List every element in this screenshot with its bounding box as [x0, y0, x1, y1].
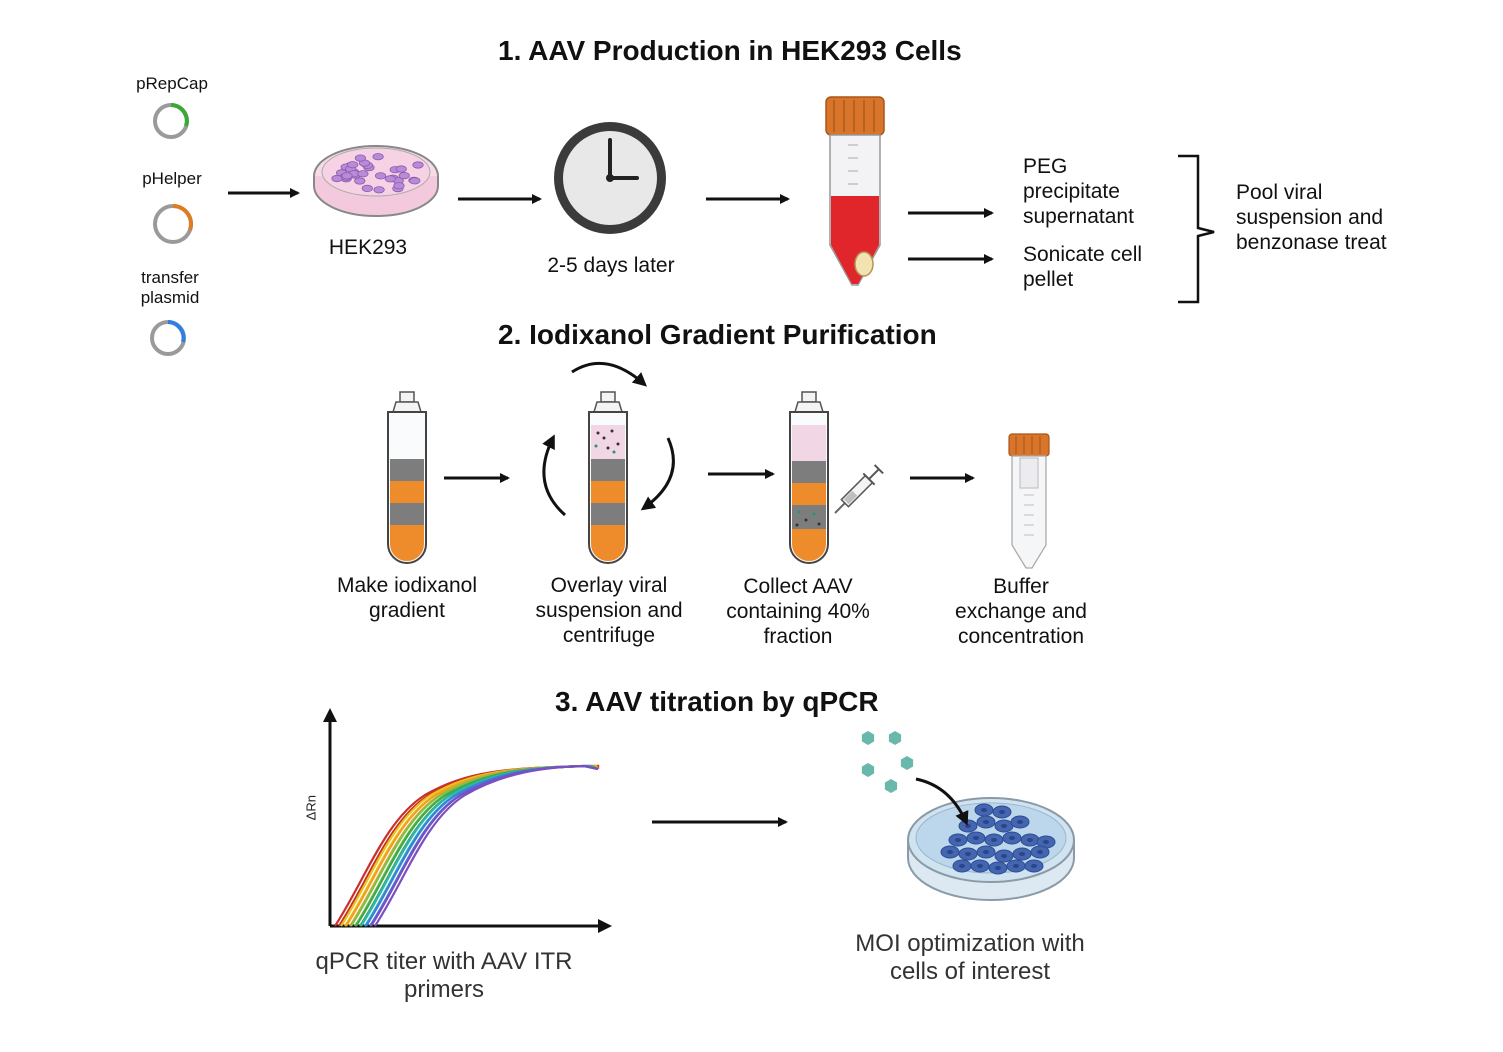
pool-label: Pool viral suspension and benzonase trea… [1236, 181, 1387, 254]
peg-label: PEG precipitate supernatant [1023, 155, 1134, 228]
aav-particle-icon [888, 731, 902, 745]
plasmid-label-phelper: pHelper [142, 169, 202, 188]
hek293-cell [354, 177, 366, 185]
hek293-dish-icon [313, 145, 439, 217]
buffer-label: Buffer exchange and concentration [955, 575, 1087, 648]
hek293-label: HEK293 [328, 236, 408, 259]
aav-particle-icon [861, 731, 875, 745]
sonicate-label: Sonicate cell pellet [1023, 243, 1143, 291]
hek293-cell [395, 165, 407, 173]
hek293-cell [347, 161, 359, 169]
moi-label: MOI optimization with cells of interest [855, 930, 1085, 986]
hek293-cell [412, 161, 424, 169]
aav-particle-icon [884, 779, 898, 793]
hek293-cell [398, 172, 410, 180]
brace-icon [1178, 154, 1215, 304]
aav-particle-icon [861, 763, 875, 777]
amplification-curves [334, 764, 600, 927]
syringe-icon [834, 464, 884, 514]
infection-arrow-icon [915, 777, 969, 826]
hek293-cell [409, 177, 421, 185]
centrifuge-tube-icon [588, 391, 628, 564]
qpcr-label: qPCR titer with AAV ITR primers [315, 948, 573, 1004]
hek293-cell [341, 172, 353, 180]
axis-y-label: ΔRn [303, 795, 319, 821]
hek293-cell [361, 184, 373, 192]
plasmid-pHelper-icon [153, 203, 194, 244]
aav-particle-icon [900, 756, 914, 770]
hek293-cell [384, 175, 396, 183]
hek293-cell [373, 186, 385, 194]
overlay-label: Overlay viral suspension and centrifuge [535, 574, 683, 647]
hek293-cell [331, 174, 343, 183]
aav-particles-icon [861, 731, 914, 793]
make-gradient-label: Make iodixanol gradient [336, 574, 478, 622]
hek293-cell [357, 170, 369, 178]
conical-tube-icon [825, 96, 885, 286]
section3-title: 3. AAV titration by qPCR [555, 686, 879, 717]
rotation-arrows-icon [542, 361, 675, 517]
qpcr-axes [323, 708, 612, 933]
collect-label: Collect AAV containing 40% fraction [726, 575, 870, 648]
hek293-cell [372, 153, 384, 161]
wait-label: 2-5 days later [547, 254, 675, 277]
plasmid-transfer-icon [150, 320, 186, 356]
clock-icon [554, 122, 666, 234]
collect-tube-icon [789, 391, 829, 564]
hek293-cell [374, 172, 387, 180]
gradient-tube-icon [387, 391, 427, 564]
hek293-cell [393, 182, 405, 190]
moi-dish-icon [907, 797, 1075, 901]
hek293-cell [354, 154, 366, 162]
section2-title: 2. Iodixanol Gradient Purification [498, 319, 937, 350]
buffer-tube-icon [1008, 433, 1050, 569]
plasmid-label-prepcap: pRepCap [136, 74, 208, 93]
amplification-curve [374, 764, 599, 927]
plasmid-pRepCap-icon [153, 103, 189, 139]
section1-title: 1. AAV Production in HEK293 Cells [498, 35, 962, 66]
plasmid-label-transfer: transfer plasmid [140, 268, 200, 308]
